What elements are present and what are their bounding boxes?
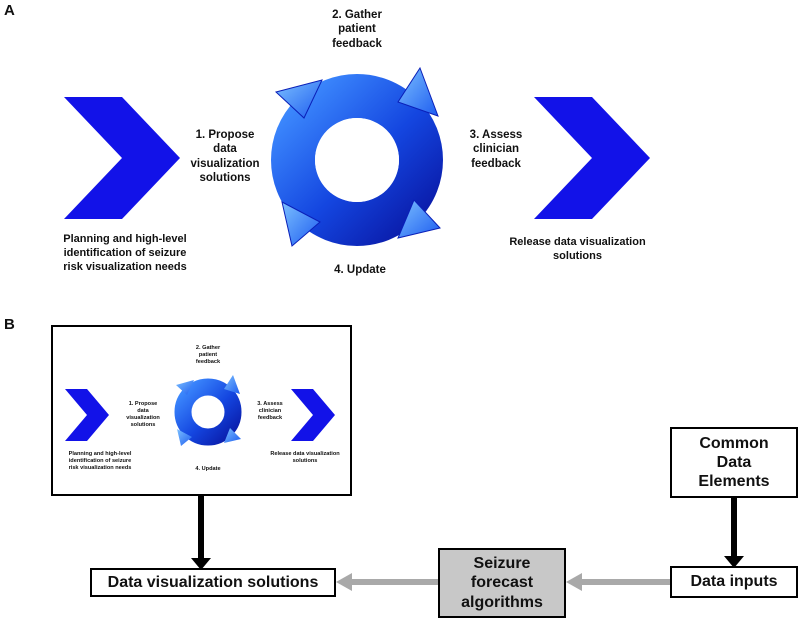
algorithms-box: Seizure forecast algorithms <box>438 548 566 618</box>
planning-caption: Planning and high-level identification o… <box>63 233 187 273</box>
cycle-arrowhead-bottom-right <box>397 199 441 239</box>
common-data-elements-box: Common Data Elements <box>670 427 798 498</box>
data-inputs-box: Data inputs <box>670 566 798 598</box>
panel-b-label: B <box>4 316 15 333</box>
step2-label: 2. Gather patient feedback <box>332 9 382 50</box>
left-chevron-shape <box>64 97 180 219</box>
data-visualization-solutions-box: Data visualization solutions <box>90 568 336 597</box>
mini-planning-caption: Planning and high-level identification o… <box>68 451 132 471</box>
panel-a-label: A <box>4 2 15 19</box>
mini-step3-label: 3. Assess clinician feedback <box>257 401 283 421</box>
mini-step4-label: 4. Update <box>195 466 221 472</box>
mini-step2-label: 2. Gather patient feedback <box>195 345 221 365</box>
mini-right-chevron <box>291 389 335 441</box>
mini-cycle-ring <box>174 375 242 446</box>
cycle-ring <box>271 66 443 247</box>
cycle-arrowhead-bottom-left <box>281 201 321 247</box>
mini-step1-label: 1. Propose data visualization solutions <box>126 401 160 428</box>
mini-panel-a-thumbnail: 2. Gather patient feedback 1. Propose da… <box>51 325 352 496</box>
step3-label: 3. Assess clinician feedback <box>469 129 523 170</box>
panel-a-graphics <box>64 66 650 247</box>
step1-label: 1. Propose data visualization solutions <box>190 129 260 185</box>
right-chevron-shape <box>534 97 650 219</box>
step4-label: 4. Update <box>334 264 386 276</box>
mini-release-caption: Release data visualization solutions <box>270 451 340 464</box>
cycle-arrowhead-top-right <box>397 66 439 117</box>
cycle-arrowhead-top-left <box>274 79 323 119</box>
mini-left-chevron <box>65 389 109 441</box>
mini-graphics <box>65 375 335 446</box>
release-caption: Release data visualization solutions <box>509 236 646 262</box>
